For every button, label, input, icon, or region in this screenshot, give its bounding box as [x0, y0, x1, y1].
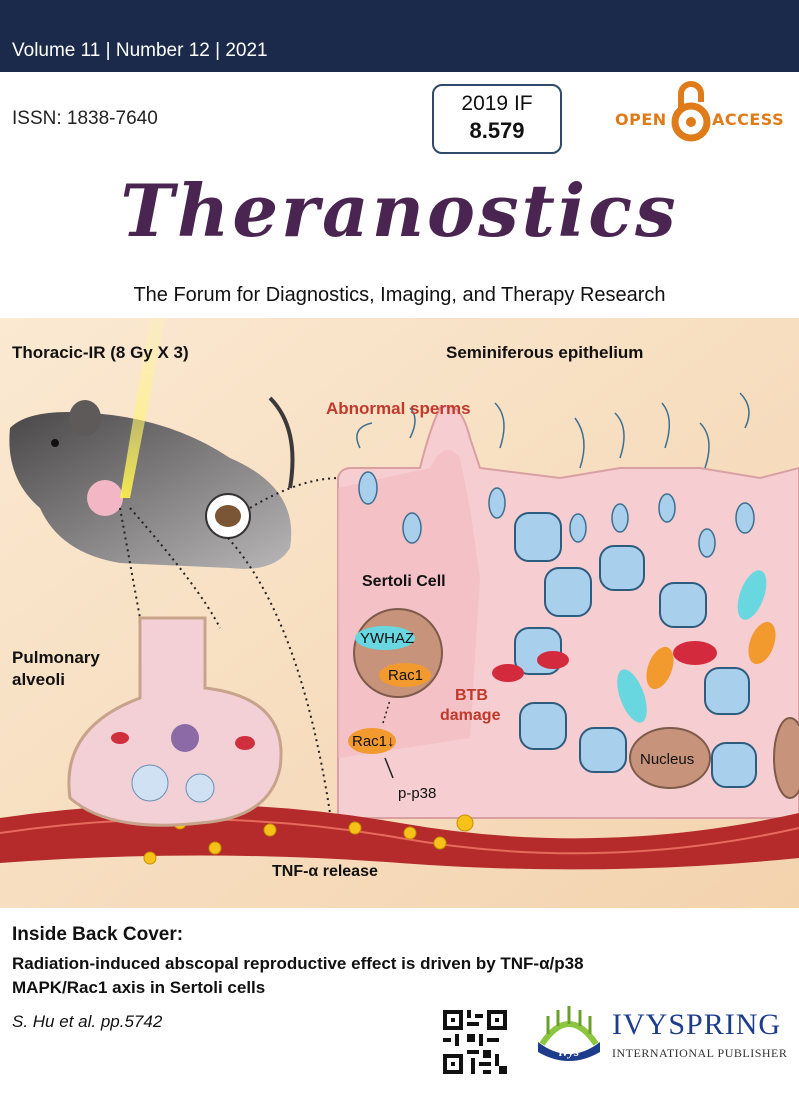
- publisher-subtitle: INTERNATIONAL PUBLISHER: [612, 1046, 788, 1060]
- label-rac1-down: Rac1↓: [352, 733, 395, 750]
- connector-lines: [119, 477, 341, 814]
- impact-factor-box: 2019 IF 8.579: [432, 84, 562, 154]
- impact-factor-value: 8.579: [469, 118, 525, 143]
- nucleus-edge-blob: [773, 717, 799, 799]
- ywhaz-mid-blob: [617, 669, 647, 723]
- ivyspring-logo-icon: ivys: [538, 1006, 600, 1061]
- label-pulmonary: Pulmonary: [12, 648, 100, 667]
- label-seminiferous: Seminiferous epithelium: [446, 343, 643, 362]
- publisher-name: IVYSPRING: [612, 1008, 782, 1041]
- impact-factor-label: 2019 IF: [461, 92, 533, 115]
- rac1-blob: [379, 663, 431, 687]
- sperm-cells: [356, 392, 755, 558]
- nucleus-blob: [629, 727, 711, 789]
- label-alveoli: alveoli: [12, 670, 65, 689]
- label-damage: damage: [440, 707, 501, 724]
- label-ywhaz: YWHAZ: [360, 630, 414, 647]
- journal-tagline: The Forum for Diagnostics, Imaging, and …: [133, 284, 666, 306]
- label-thoracic-ir: Thoracic-IR (8 Gy X 3): [12, 343, 189, 362]
- rac1-mid-blob: [646, 646, 674, 690]
- cover-heading: Inside Back Cover:: [12, 924, 184, 945]
- qr-code-icon[interactable]: [443, 1010, 507, 1074]
- label-btb: BTB: [455, 687, 488, 704]
- label-rac1: Rac1: [388, 667, 423, 684]
- radiation-beam: [120, 318, 165, 498]
- cover-authors: S. Hu et al. pp.5742: [12, 1012, 163, 1031]
- label-tnf-release: TNF-α release: [272, 863, 378, 880]
- open-access-left: OPEN: [615, 110, 667, 129]
- ywhaz-right-blob: [737, 570, 767, 620]
- open-access-lock-icon: [671, 81, 711, 142]
- label-sertoli-cell: Sertoli Cell: [362, 573, 446, 590]
- btb-junctions: [492, 641, 717, 682]
- ivyspring-logo-text: ivys: [559, 1044, 579, 1059]
- rac1-down-blob: [348, 728, 396, 754]
- germ-cells: [514, 512, 757, 788]
- journal-title: Theranostics: [120, 168, 679, 253]
- header-bar: [0, 0, 799, 72]
- cover-title-line1: Radiation-induced abscopal reproductive …: [12, 954, 584, 973]
- open-access-right: ACCESS: [712, 110, 785, 129]
- volume-info: Volume 11 | Number 12 | 2021: [12, 40, 268, 61]
- label-abnormal-sperms: Abnormal sperms: [326, 399, 471, 418]
- rac1-right-blob: [748, 621, 776, 665]
- pulmonary-alveoli: [67, 616, 283, 827]
- label-nucleus: Nucleus: [640, 751, 694, 768]
- open-access-badge: OPEN ACCESS: [615, 80, 785, 152]
- cover-illustration: Thoracic-IR (8 Gy X 3) Seminiferous epit…: [0, 318, 799, 908]
- label-p-p38: p-p38: [398, 785, 436, 802]
- cover-title-line2: MAPK/Rac1 axis in Sertoli cells: [12, 978, 266, 997]
- ywhaz-blob: [355, 626, 415, 650]
- immune-cells: [111, 724, 255, 803]
- issn: ISSN: 1838-7640: [12, 108, 158, 129]
